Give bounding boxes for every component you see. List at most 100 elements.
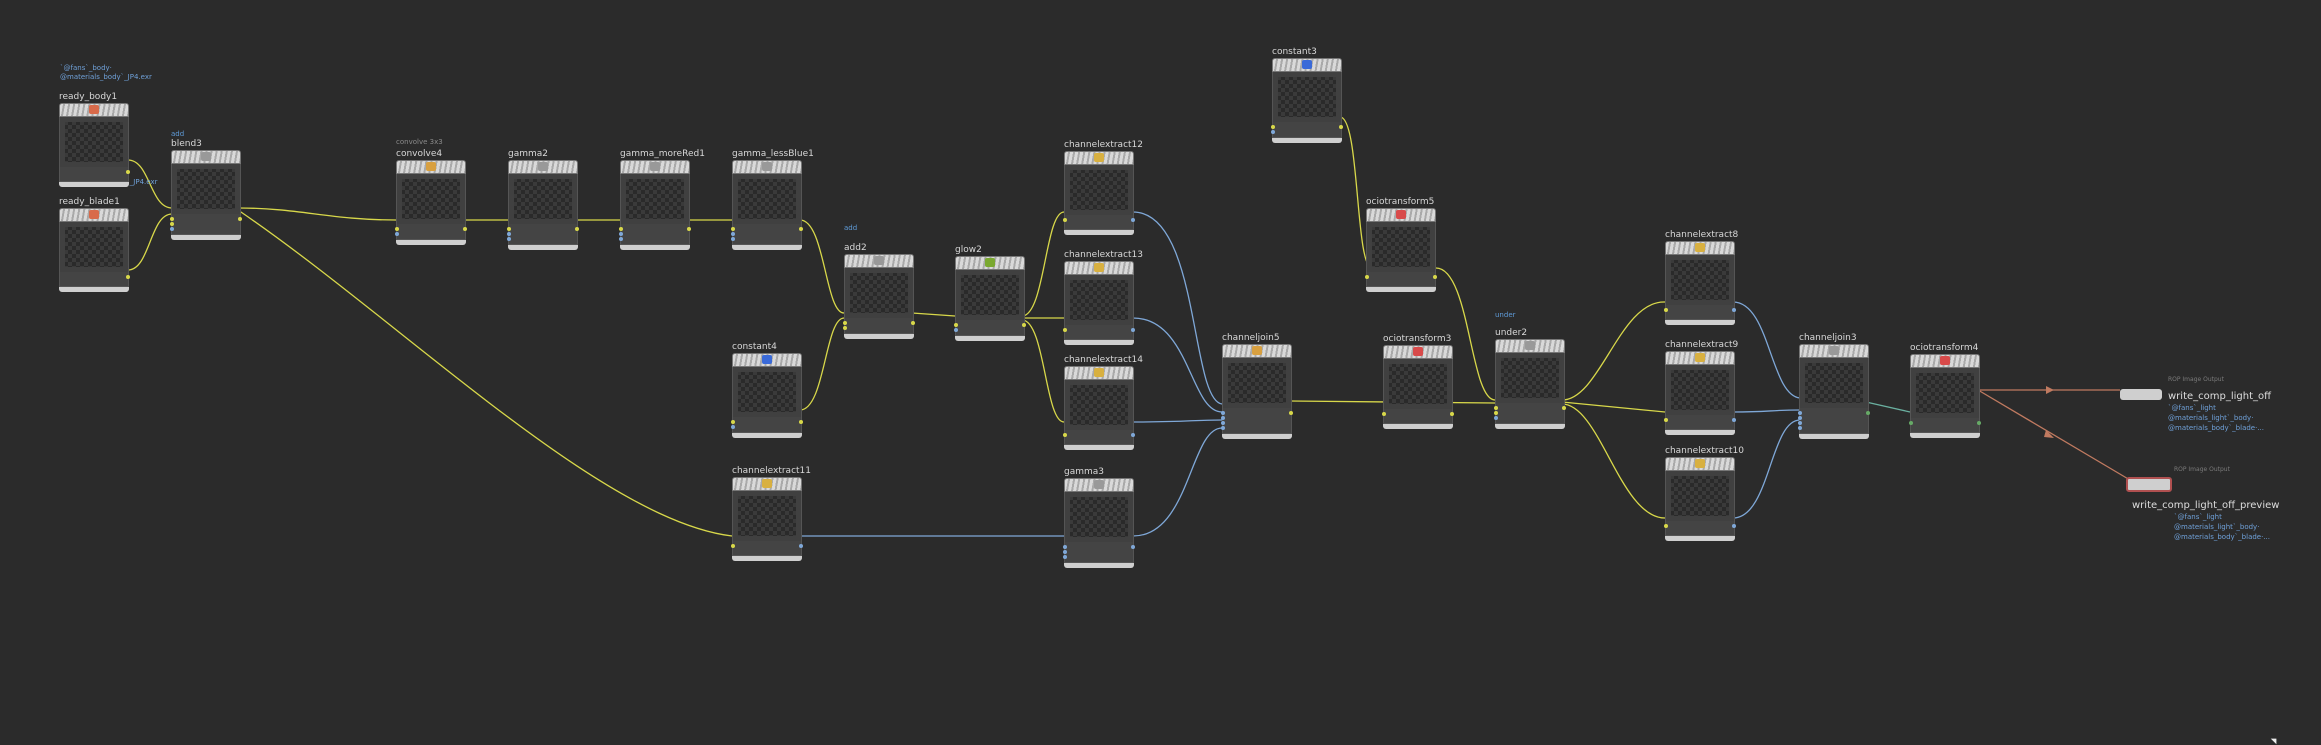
under-icon <box>1525 341 1535 350</box>
rop-output-icon <box>2120 389 2162 400</box>
node-channelextract8[interactable]: channelextract8 <box>1664 230 1738 325</box>
node-title: channelextract13 <box>1064 250 1143 260</box>
join-icon <box>1829 346 1839 355</box>
node-thumbnail <box>1064 275 1134 325</box>
node-under2[interactable]: under under2 <box>1494 311 1566 429</box>
node-gamma-moreRed1[interactable]: gamma_moreRed1 <box>619 149 705 250</box>
extract-icon <box>762 479 772 488</box>
extract-icon <box>1094 263 1104 272</box>
node-op-label: convolve 3x3 <box>396 138 443 146</box>
wire <box>1132 419 1223 423</box>
rop-name: write_comp_light_off <box>2168 391 2272 402</box>
rop-node-write-comp-light-off[interactable]: ROP Image Output write_comp_light_off `@… <box>2120 376 2272 433</box>
wire <box>799 219 845 314</box>
extract-icon <box>1695 243 1705 252</box>
node-title: blend3 <box>171 139 202 149</box>
wire <box>127 159 173 209</box>
node-add2[interactable]: add add2 <box>843 224 915 339</box>
node-constant4[interactable]: constant4 <box>731 342 803 438</box>
wire <box>911 312 956 317</box>
wire <box>1732 301 1801 399</box>
node-thumbnail <box>732 491 802 541</box>
rop-node-write-comp-light-off-preview[interactable]: ROP Image Output write_comp_light_off_pr… <box>2126 466 2321 542</box>
node-channelextract9[interactable]: channelextract9 <box>1664 340 1738 435</box>
join-icon <box>1252 346 1262 355</box>
gamma-icon <box>762 162 772 171</box>
node-title: constant4 <box>732 342 777 352</box>
constant-icon <box>1302 60 1312 69</box>
node-title: channeljoin5 <box>1222 333 1280 343</box>
node-ociotransform4[interactable]: ociotransform4 <box>1909 343 1981 438</box>
node-title: ociotransform5 <box>1366 197 1435 207</box>
wire <box>1561 401 1666 413</box>
node-ready-body1[interactable]: ready_body1 <box>59 92 130 187</box>
node-thumbnail <box>396 174 466 224</box>
node-title: ociotransform3 <box>1383 334 1452 344</box>
node-channelextract13[interactable]: channelextract13 <box>1063 250 1143 345</box>
wire <box>1021 211 1065 317</box>
node-ociotransform3[interactable]: ociotransform3 <box>1382 334 1454 429</box>
ocio-icon <box>1413 347 1423 356</box>
node-title: channelextract8 <box>1665 230 1739 240</box>
node-thumbnail <box>1495 353 1565 403</box>
node-thumbnail <box>732 367 802 417</box>
node-gamma-lessBlue1[interactable]: gamma_lessBlue1 <box>731 149 814 250</box>
node-thumbnail <box>508 174 578 224</box>
node-title: convolve4 <box>396 149 443 159</box>
rop-output-icon <box>2126 477 2172 492</box>
gamma-icon <box>650 162 660 171</box>
node-ociotransform5[interactable]: ociotransform5 <box>1365 197 1437 292</box>
node-title: ociotransform4 <box>1910 343 1979 353</box>
extract-icon <box>1094 153 1104 162</box>
fruit-icon <box>89 105 99 114</box>
wire <box>1561 301 1666 401</box>
node-channelextract11[interactable]: channelextract11 <box>731 466 811 561</box>
file-path-note-body: `@fans`_body· @materials_body`_JP4.exr <box>60 64 152 81</box>
node-title: add2 <box>844 243 867 253</box>
rop-info-line: `@fans`_light <box>2174 513 2222 521</box>
rop-info-line: @materials_body`_blade·... <box>2174 533 2271 541</box>
node-blend3[interactable]: add blend3 <box>170 130 242 240</box>
node-channelextract14[interactable]: channelextract14 <box>1063 355 1143 450</box>
node-channelextract12[interactable]: channelextract12 <box>1063 140 1143 235</box>
fruit-icon <box>89 210 99 219</box>
node-thumbnail <box>1064 492 1134 542</box>
wire <box>1132 317 1223 413</box>
node-ready-blade1[interactable]: ready_blade1 <box>59 197 130 292</box>
node-channeljoin3[interactable]: channeljoin3 <box>1798 333 1870 439</box>
node-gamma3[interactable]: gamma3 <box>1063 467 1135 568</box>
node-channelextract10[interactable]: channelextract10 <box>1664 446 1744 541</box>
node-thumbnail <box>1665 471 1735 521</box>
wire <box>1132 427 1223 537</box>
wire <box>237 209 733 537</box>
node-constant3[interactable]: constant3 <box>1271 47 1343 143</box>
node-thumbnail <box>732 174 802 224</box>
node-convolve4[interactable]: convolve 3x3 convolve4 <box>395 138 467 245</box>
node-thumbnail <box>1910 368 1980 418</box>
node-thumbnail <box>1272 72 1342 122</box>
node-thumbnail <box>620 174 690 224</box>
node-thumbnail <box>1366 222 1436 272</box>
extract-icon <box>1695 459 1705 468</box>
node-thumbnail <box>1383 359 1453 409</box>
node-title: gamma_moreRed1 <box>620 149 705 159</box>
wire <box>237 207 397 221</box>
node-title: channelextract10 <box>1665 446 1744 456</box>
node-thumbnail <box>1222 358 1292 408</box>
arrow <box>2044 430 2054 438</box>
wire <box>1977 389 2131 481</box>
node-title: channelextract12 <box>1064 140 1143 150</box>
wire <box>1732 409 1801 413</box>
extract-icon <box>1695 353 1705 362</box>
node-title: gamma2 <box>508 149 549 159</box>
node-op-label: add <box>171 130 185 138</box>
rop-info-line: @materials_light`_body· <box>2174 523 2260 531</box>
node-gamma2[interactable]: gamma2 <box>507 149 579 250</box>
ocio-icon <box>1940 356 1950 365</box>
wire <box>1021 319 1065 423</box>
node-title: under2 <box>1495 328 1528 338</box>
node-glow2[interactable]: glow2 <box>954 245 1026 341</box>
node-thumbnail <box>844 268 914 318</box>
node-channeljoin5[interactable]: channeljoin5 <box>1221 333 1293 439</box>
